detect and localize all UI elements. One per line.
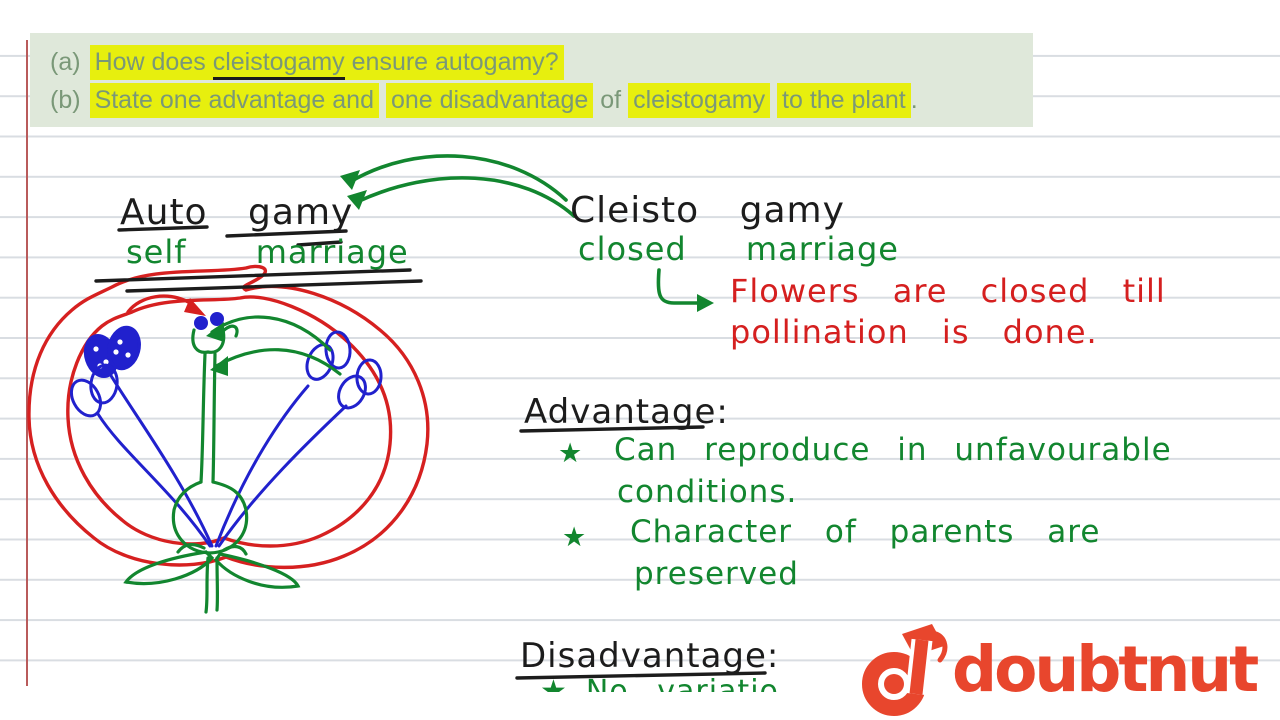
question-a-part1: How does [94, 48, 213, 76]
center-dot [884, 674, 904, 694]
cap-tassel [933, 631, 948, 663]
question-b-plain-4: . [910, 86, 918, 114]
question-b-plain-2: of [593, 86, 629, 114]
question-a-underlined-word: cleistogamy [212, 48, 345, 80]
stem [909, 639, 929, 695]
question-a-part2: ensure autogamy? [344, 48, 559, 76]
advantage-item1-line2: conditions. [617, 474, 798, 510]
disadvantage-partial-text: No variatio [585, 674, 779, 692]
question-box: (a) How does cleistogamy ensure autogamy?… [30, 33, 1033, 127]
notebook-margin-line [26, 40, 28, 686]
question-line-b: (b) State one advantage and one disadvant… [50, 83, 918, 118]
cleistogamy-note-line1: Flowers are closed till [730, 272, 1166, 310]
advantage-heading: Advantage: [524, 392, 729, 432]
advantage-bullet-1: ★ [558, 438, 583, 469]
question-b-plain-1 [379, 86, 386, 114]
cleistogamy-subtitle: closed marriage [578, 230, 899, 268]
disadvantage-partial-bullet: ★ [540, 674, 568, 692]
autogamy-subtitle: self marriage [126, 233, 409, 271]
cleistogamy-title: Cleisto gamy [570, 190, 845, 231]
question-b-plain-3 [770, 86, 777, 114]
doubtnut-logo-icon [862, 624, 948, 716]
advantage-item1-line1: Can reproduce in unfavourable [614, 432, 1172, 468]
disadvantage-heading: Disadvantage: [520, 636, 780, 676]
doubtnut-logo-text: doubtnut [952, 633, 1259, 706]
question-b-prefix: (b) [50, 86, 81, 114]
cleistogamy-note-line2: pollination is done. [730, 313, 1098, 351]
autogamy-title: Auto gamy [120, 192, 354, 233]
question-line-a: (a) How does cleistogamy ensure autogamy? [50, 45, 564, 80]
question-b-highlight-3: cleistogamy [628, 83, 771, 118]
doubtnut-logo: doubtnut [858, 620, 1259, 718]
question-a-highlight: How does cleistogamy ensure autogamy? [89, 45, 564, 80]
question-b-highlight-1: State one advantage and [89, 83, 379, 118]
advantage-item2-line1: Character of parents are [630, 514, 1101, 550]
advantage-item2-line2: preserved [634, 556, 799, 592]
advantage-bullet-2: ★ [562, 522, 587, 553]
question-a-prefix: (a) [50, 48, 81, 76]
question-b-highlight-2: one disadvantage [385, 83, 594, 118]
question-b-highlight-4: to the plant [777, 83, 911, 118]
